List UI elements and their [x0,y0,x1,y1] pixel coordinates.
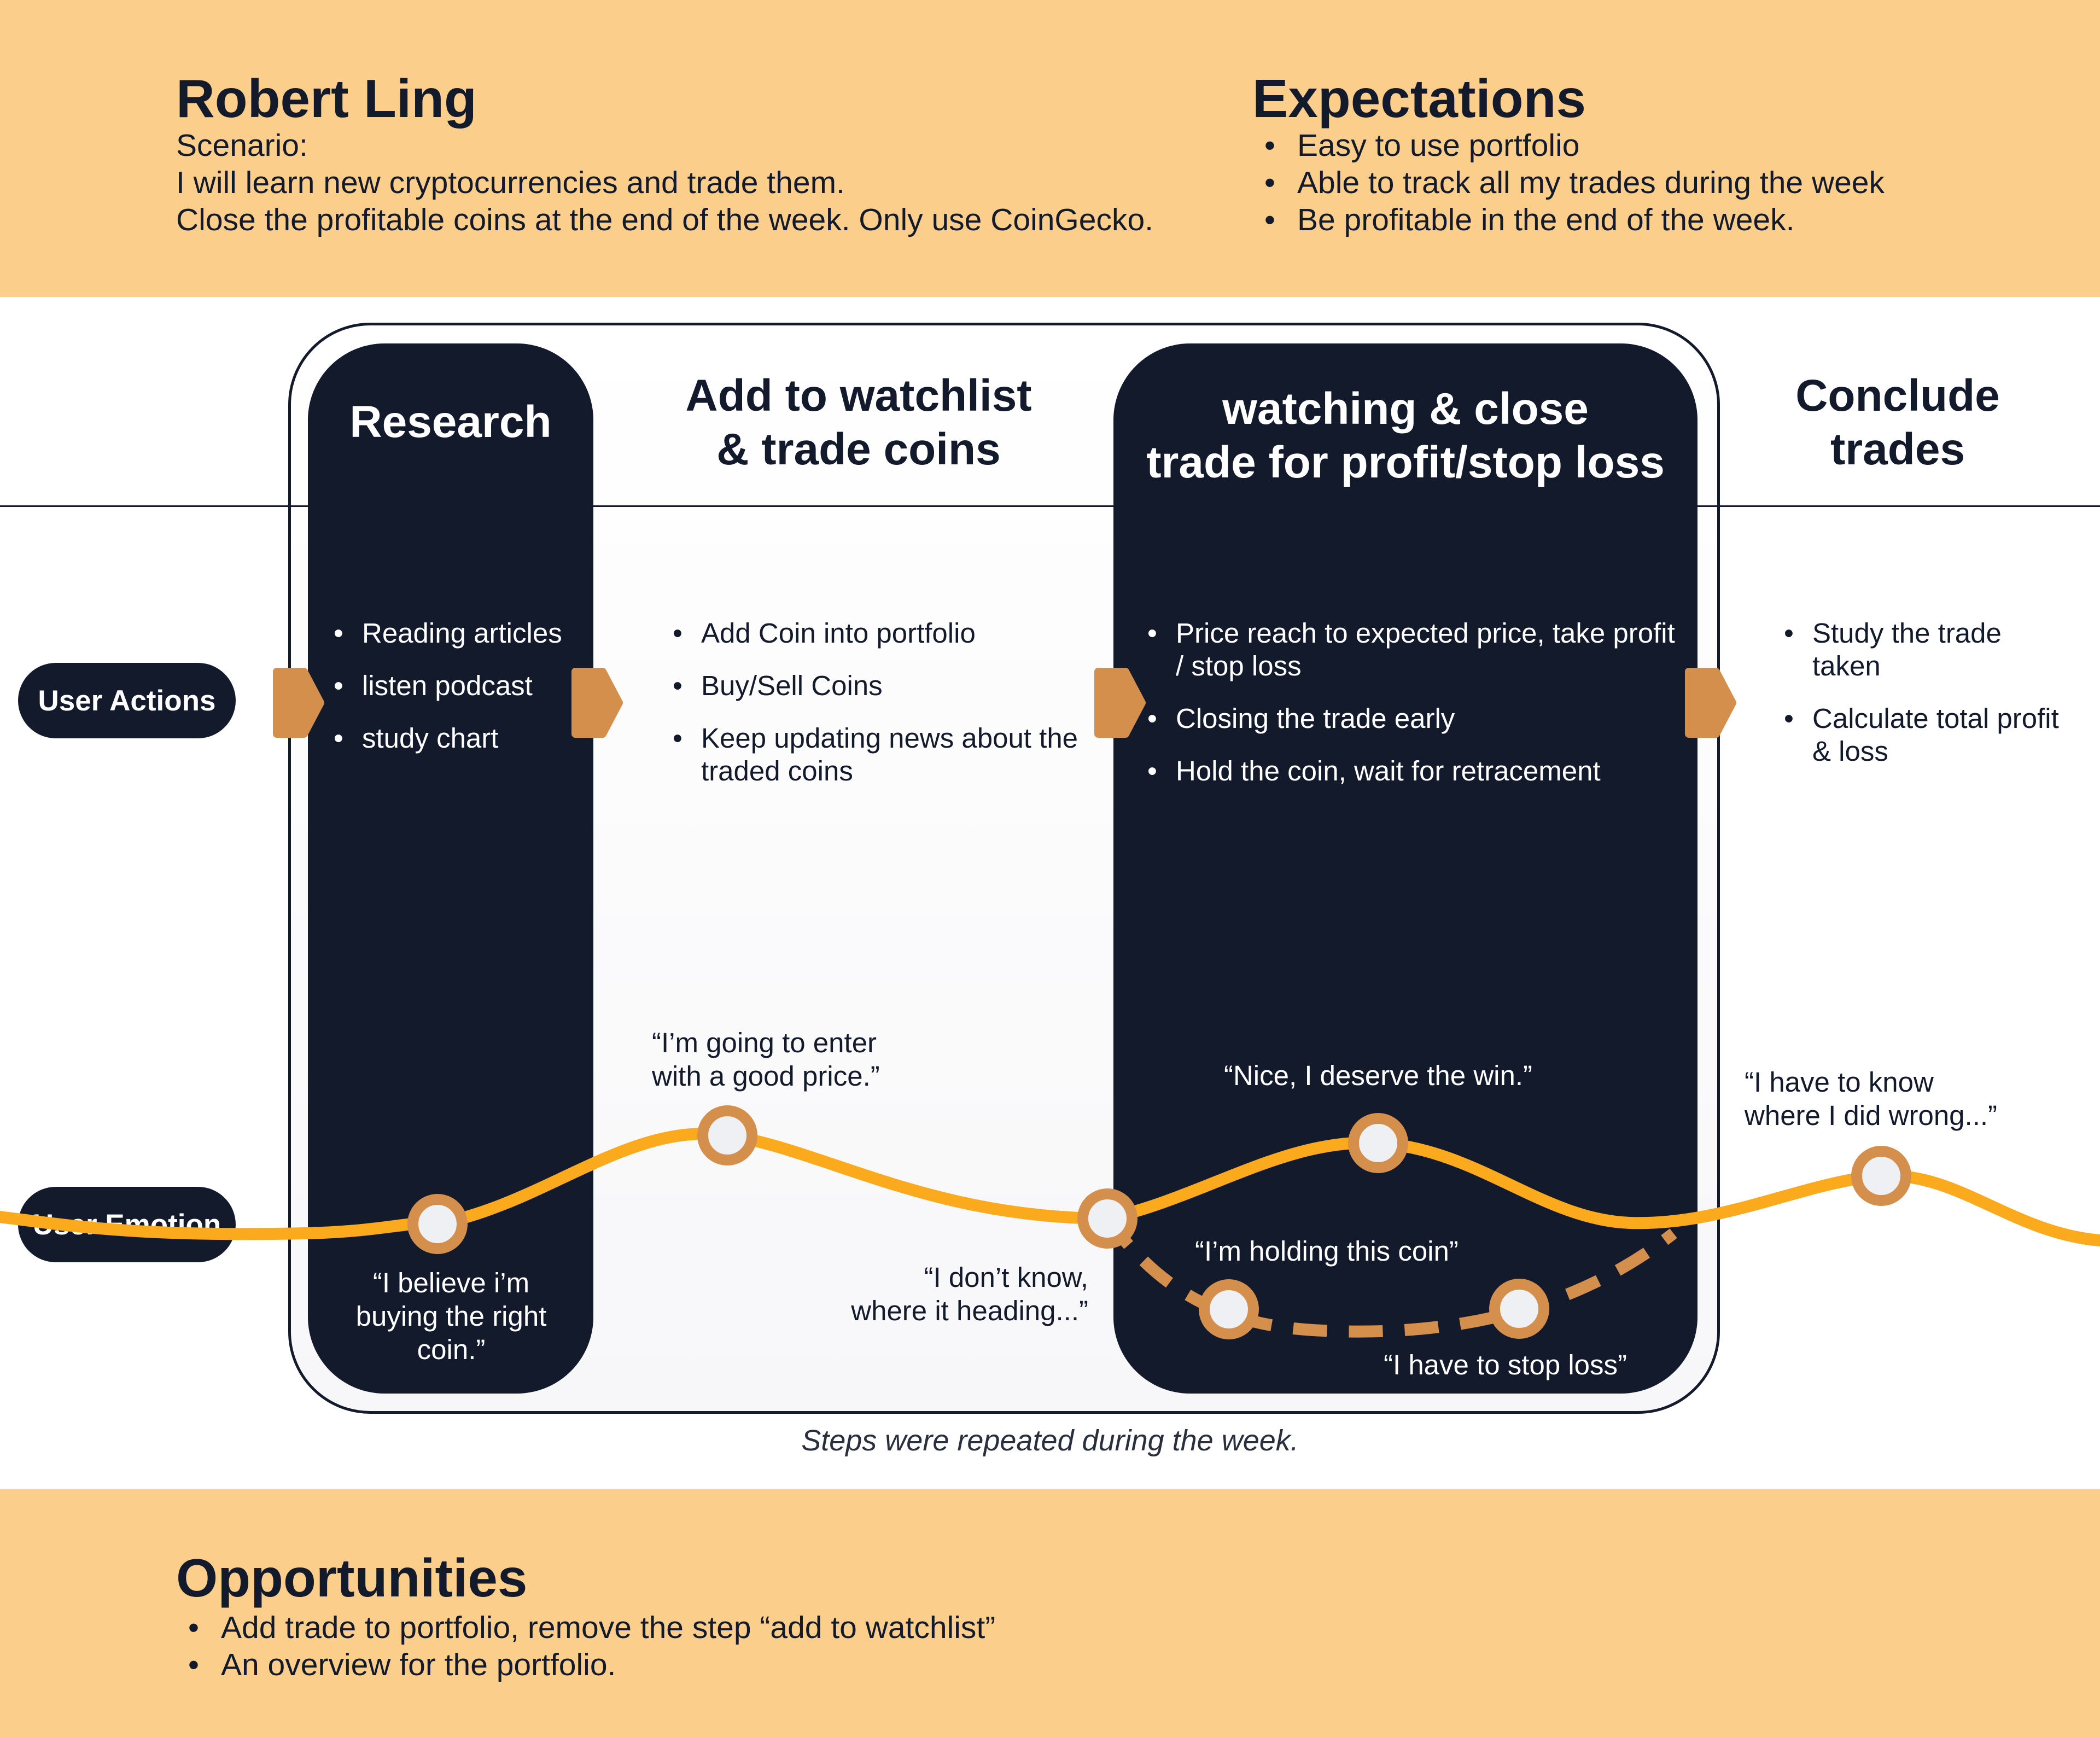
action-item: Reading articles [334,617,585,650]
watching-actions: Price reach to expected price, take prof… [1147,617,1689,788]
quote-line: where it heading...” [851,1295,1088,1326]
quote-line: “I’m going to enter [652,1027,877,1058]
scenario-line: Close the profitable coins at the end of… [176,202,1154,237]
quote-line: with a good price.” [652,1060,880,1092]
emotion-node [1851,1146,1911,1206]
quote-stop-loss: “I have to stop loss” [1384,1349,1628,1380]
quote-line: “I don’t know, [924,1262,1089,1293]
user-actions-label: User Actions [18,663,236,738]
expectation-item: Be profitable in the end of the week. [1252,201,1885,238]
persona-name: Robert Ling [176,68,477,129]
emotion-curve-alternate [1102,1215,1677,1338]
quote-line: where I did wrong...” [1745,1100,1998,1131]
scenario-line: I will learn new cryptocurrencies and tr… [176,165,845,200]
expectations-title: Expectations [1252,68,1586,129]
opportunities-list: Add trade to portfolio, remove the step … [176,1609,995,1683]
emotion-node [407,1194,468,1254]
phase-title-line: & trade coins [716,424,1001,474]
emotion-node [1489,1279,1549,1339]
emotion-curve [0,1127,2100,1246]
scenario-text: Scenario: I will learn new cryptocurrenc… [176,127,1153,238]
quote-line: “I believe i’m [372,1267,530,1298]
action-item: study chart [334,722,585,755]
action-item: Closing the trade early [1147,702,1689,735]
scenario-label: Scenario: [176,128,308,163]
action-item: Buy/Sell Coins [673,669,1088,702]
conclude-actions: Study the trade taken Calculate total pr… [1784,617,2068,768]
emotion-node [1077,1188,1138,1249]
phase-title-line: Conclude [1795,371,2000,421]
arrow-right-icon [273,668,324,738]
emotion-node [1199,1279,1259,1339]
opportunity-item: Add trade to portfolio, remove the step … [176,1609,995,1646]
step-arrows [273,668,1736,738]
phase-title-research: Research [308,395,593,449]
arrow-right-icon [571,668,623,738]
action-item: Study the trade taken [1784,617,2068,683]
quote-dont-know: “I don’t know, where it heading...” [777,1261,1088,1327]
quote-wrong: “I have to know where I did wrong...” [1745,1065,2073,1132]
action-item: Hold the coin, wait for retracement [1147,755,1689,788]
phase-title-conclude: Conclude trades [1723,369,2073,476]
phase-title-line: watching & close [1222,384,1589,434]
quote-enter: “I’m going to enter with a good price.” [652,1026,958,1093]
watchlist-actions: Add Coin into portfolio Buy/Sell Coins K… [673,617,1088,788]
arrow-right-icon [1094,668,1146,738]
quote-line: coin.” [417,1334,486,1365]
emotion-node [697,1105,757,1165]
action-item: Add Coin into portfolio [673,617,1088,650]
quote-holding: “I’m holding this coin” [1195,1235,1459,1267]
quote-line: buying the right [355,1301,547,1332]
phase-divider-line [0,505,2100,507]
emotion-node [1348,1113,1408,1173]
quote-research: “I believe i’m buying the right coin.” [320,1266,582,1366]
quote-line: “I have to know [1745,1066,1934,1098]
action-item: listen podcast [334,669,585,702]
phase-title-line: trades [1830,424,1965,474]
opportunity-item: An overview for the portfolio. [176,1646,995,1683]
arrow-right-icon [1685,668,1736,738]
opportunities-title: Opportunities [176,1548,528,1608]
expectation-item: Easy to use portfolio [1252,127,1885,164]
action-item: Calculate total profit & loss [1784,702,2068,768]
research-actions: Reading articles listen podcast study ch… [334,617,585,755]
quote-win: “Nice, I deserve the win.” [1223,1060,1533,1091]
phase-title-line: Research [349,397,552,447]
emotion-nodes [407,1105,1911,1339]
expectations-list: Easy to use portfolio Able to track all … [1252,127,1885,238]
phase-title-line: Add to watchlist [685,371,1032,421]
phase-title-line: trade for profit/stop loss [1146,438,1665,487]
repeat-footnote: Steps were repeated during the week. [801,1424,1299,1457]
phase-title-watchlist: Add to watchlist & trade coins [618,369,1099,476]
action-item: Price reach to expected price, take prof… [1147,617,1689,683]
expectation-item: Able to track all my trades during the w… [1252,164,1885,201]
action-item: Keep updating news about the traded coin… [673,722,1088,788]
phase-title-watching: watching & close trade for profit/stop l… [1113,382,1698,489]
